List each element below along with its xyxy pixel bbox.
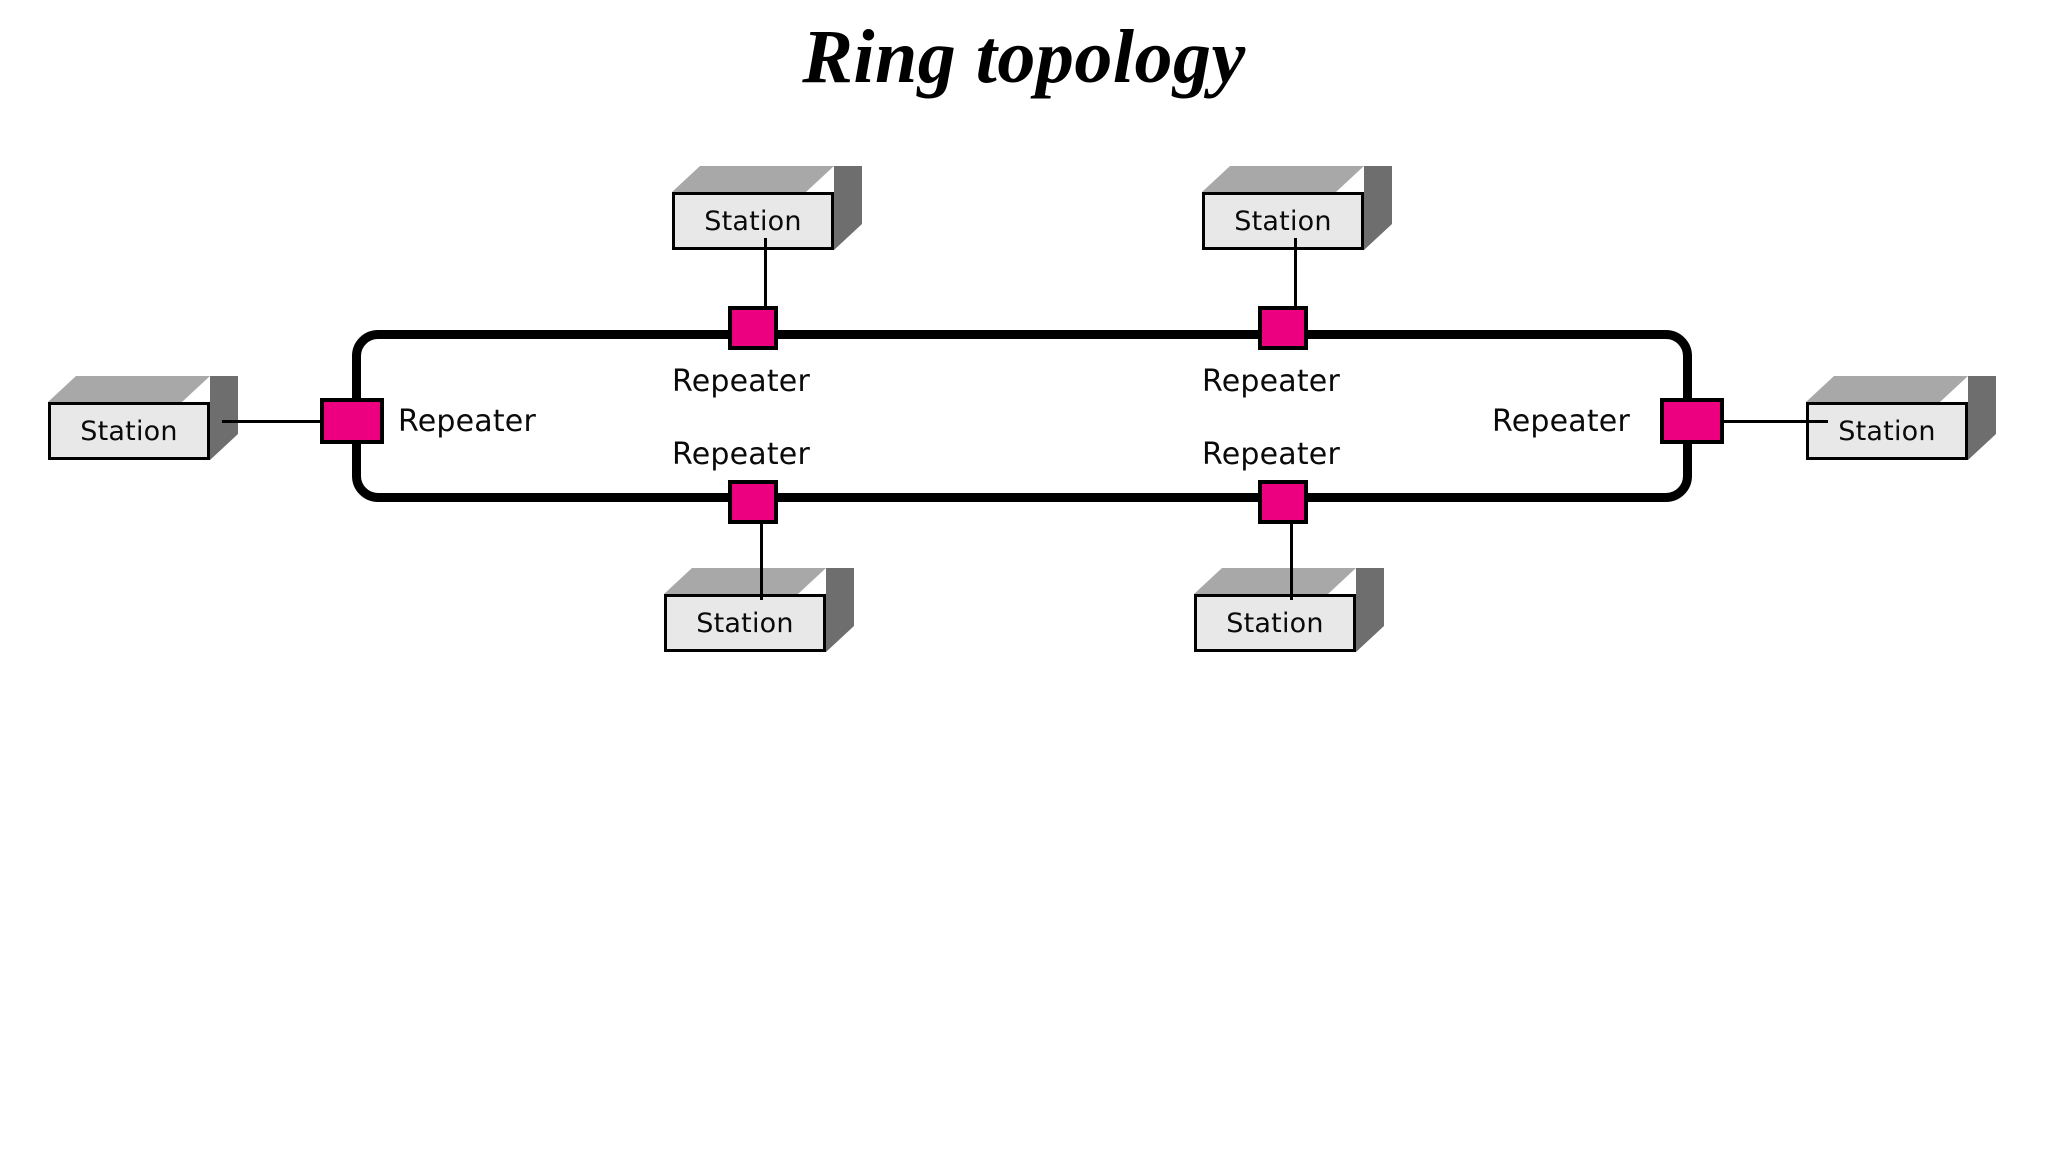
station-right[interactable]: Station: [1806, 376, 1996, 460]
link-station-top-left-to-repeater: [764, 238, 767, 328]
station-bottom-left[interactable]: Station: [664, 568, 854, 652]
link-station-right-to-repeater: [1718, 420, 1828, 423]
link-station-bottom-left-to-repeater: [760, 500, 763, 600]
repeater-bottom-left[interactable]: [728, 480, 778, 524]
station-top-left-label: Station: [704, 205, 802, 237]
station-right-face: Station: [1806, 402, 1968, 460]
repeater-top-left-label: Repeater: [672, 364, 810, 399]
page-title: Ring topology: [802, 15, 1246, 99]
station-top-right-face: Station: [1202, 192, 1364, 250]
station-left[interactable]: Station: [48, 376, 238, 460]
link-station-bottom-right-to-repeater: [1290, 500, 1293, 600]
repeater-bottom-right[interactable]: [1258, 480, 1308, 524]
station-bottom-right[interactable]: Station: [1194, 568, 1384, 652]
station-bottom-left-face: Station: [664, 594, 826, 652]
repeater-top-left[interactable]: [728, 306, 778, 350]
ring-backbone: [352, 330, 1692, 502]
station-top-left-face: Station: [672, 192, 834, 250]
station-right-label: Station: [1838, 415, 1936, 447]
repeater-top-right-label: Repeater: [1202, 364, 1340, 399]
station-bottom-left-label: Station: [696, 607, 794, 639]
repeater-top-right[interactable]: [1258, 306, 1308, 350]
repeater-left[interactable]: [320, 398, 384, 444]
link-station-top-right-to-repeater: [1294, 238, 1297, 328]
station-bottom-right-face: Station: [1194, 594, 1356, 652]
repeater-right[interactable]: [1660, 398, 1724, 444]
repeater-right-label: Repeater: [1492, 404, 1630, 439]
station-top-left[interactable]: Station: [672, 166, 862, 250]
station-left-face: Station: [48, 402, 210, 460]
station-left-label: Station: [80, 415, 178, 447]
station-top-right[interactable]: Station: [1202, 166, 1392, 250]
station-bottom-right-label: Station: [1226, 607, 1324, 639]
repeater-bottom-right-label: Repeater: [1202, 437, 1340, 472]
station-top-right-label: Station: [1234, 205, 1332, 237]
repeater-left-label: Repeater: [398, 404, 536, 439]
repeater-bottom-left-label: Repeater: [672, 437, 810, 472]
link-station-left-to-repeater: [222, 420, 332, 423]
